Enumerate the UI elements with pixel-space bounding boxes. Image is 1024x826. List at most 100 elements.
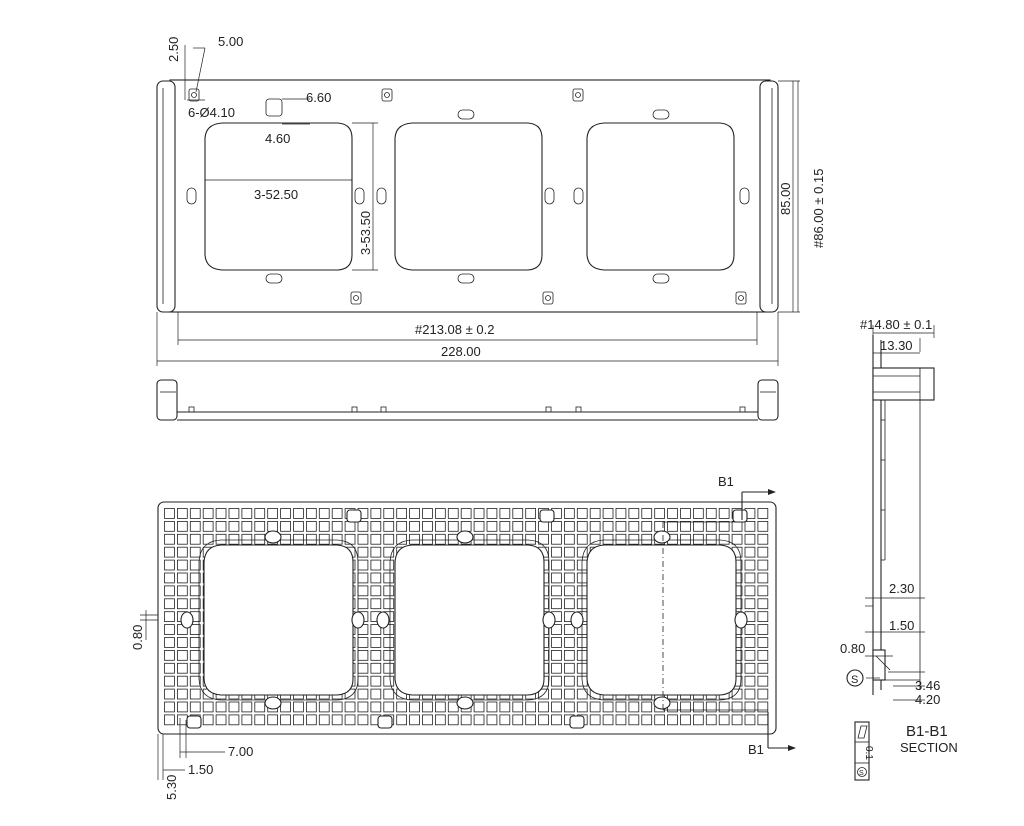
grid-cell [202,533,214,545]
grid-cell [254,508,266,519]
grid-cell [628,533,640,545]
grid-cell [757,714,769,726]
opening-1 [204,122,353,271]
grid-cell [744,533,756,545]
grid-cell [564,637,575,648]
grid-cell [744,598,756,610]
grid-cell [551,572,562,584]
grid-cell [667,508,678,519]
grid-cell [757,662,769,674]
grid-cell [602,521,614,532]
grid-cell [293,714,304,726]
grid-cell [757,533,769,545]
grid-cell [176,546,188,558]
grid-cell [525,701,537,713]
grid-cell [164,521,175,532]
grid-cell [189,559,201,571]
grid-cell [654,508,666,519]
grid-cell [176,598,188,610]
grid-cell [228,508,240,519]
grid-cell [409,521,420,532]
grid-cell [757,611,769,623]
grid-cell [551,585,562,597]
grid-cell [241,701,253,713]
opening-2 [394,122,543,271]
grid-cell [370,675,382,687]
grid-cell [680,533,691,545]
grid-cell [589,508,601,519]
grid-cell [176,650,188,661]
grid-cell [525,521,537,532]
grid-cell [551,662,562,674]
grid-cell [189,572,201,584]
dim-86-00: #86.00 ± 0.15 [811,169,826,248]
grid-cell [383,585,395,597]
grid-cell [551,521,562,532]
grid-cell [370,546,382,558]
grid-cell [305,521,317,532]
grid-cell [357,585,369,597]
grid-cell [357,533,369,545]
grid-cell [667,714,678,726]
grid-cell [331,533,343,545]
dim-85-00: 85.00 [778,182,793,215]
grid-cell [357,598,369,610]
grid-cell [396,714,408,726]
grid-cell [693,521,704,532]
grid-cell [357,714,369,726]
grid-cell [164,637,175,648]
grid-cell [641,521,653,532]
grid-cell [744,521,756,532]
grid-cell [731,533,743,545]
grid-cell [628,508,640,519]
grid-cell [434,714,446,726]
side-view [156,379,779,421]
grid-cell [241,521,253,532]
grid-cell [189,662,201,674]
grid-cell [564,688,575,700]
dim-3-46: 3.46 [915,678,940,693]
top-slots [186,109,750,284]
grid-cell [189,508,201,519]
grid-cell [228,701,240,713]
grid-cell [383,521,395,532]
grid-cell [538,521,549,532]
grid-cell [267,508,279,519]
grid-cell [370,650,382,661]
grid-cell [164,675,175,687]
grid-cell [564,624,575,635]
bottom-plate-outline [157,501,777,735]
grid-cell [370,624,382,635]
grid-cell [460,508,472,519]
grid-cell [460,521,472,532]
grid-cell [434,701,446,713]
grid-cell [215,714,227,726]
grid-cell [731,701,743,713]
bottom-slots [180,530,748,710]
grid-cell [396,521,408,532]
grid-cell [370,701,382,713]
dim-14-80: #14.80 ± 0.1 [860,317,932,332]
grid-cell [164,650,175,661]
grid-cell [705,508,717,519]
grid-cell [744,559,756,571]
grid-cell [589,533,601,545]
grid-cell [357,675,369,687]
grid-cell [293,521,304,532]
grid-cell [228,714,240,726]
grid-cell [693,508,704,519]
grid-cell [370,508,382,519]
grid-cell [641,508,653,519]
grid-cell [202,521,214,532]
grid-cell [254,533,266,545]
dim-13-30: 13.30 [880,338,913,353]
grid-cell [202,714,214,726]
grid-cell [344,533,356,545]
bottom-dimension-lines [140,610,225,780]
grid-cell [705,521,717,532]
grid-cell [383,624,395,635]
grid-cell [757,508,769,519]
grid-cell [383,533,395,545]
grid-cell [589,701,601,713]
grid-cell [434,533,446,545]
